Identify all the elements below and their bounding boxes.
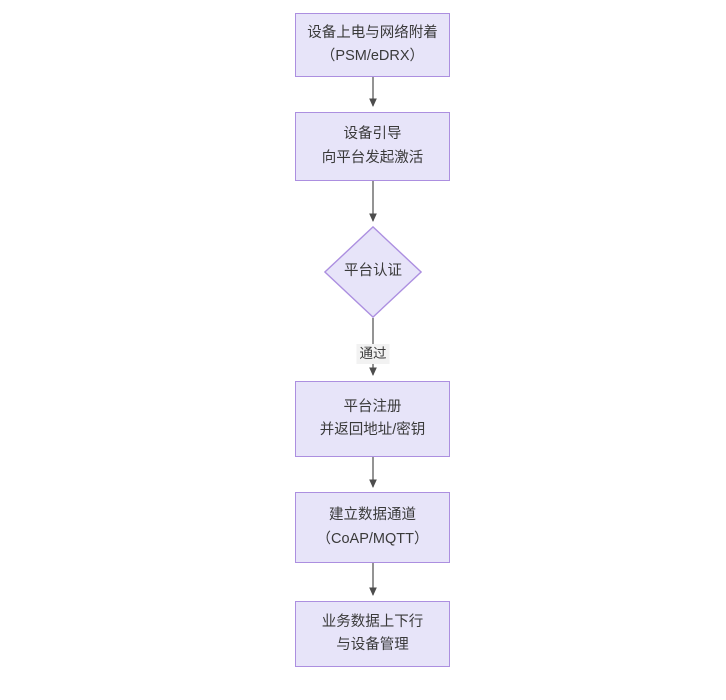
node-data-channel-line-2: （CoAP/MQTT） xyxy=(316,530,429,547)
node-service-data[interactable]: 业务数据上下行 与设备管理 xyxy=(295,601,450,667)
node-platform-register-line-2: 并返回地址/密钥 xyxy=(319,422,426,438)
node-service-data-line-2: 与设备管理 xyxy=(336,637,409,653)
node-bootstrap[interactable]: 设备引导 向平台发起激活 xyxy=(295,112,450,181)
edge-label-pass: 通过 xyxy=(356,344,390,365)
node-data-channel-line-1: 建立数据通道 xyxy=(329,507,416,524)
node-power-on-line-1: 设备上电与网络附着 xyxy=(307,24,438,41)
node-power-on[interactable]: 设备上电与网络附着 （PSM/eDRX） xyxy=(295,13,450,77)
diamond-shape xyxy=(324,226,422,318)
node-platform-auth[interactable]: 平台认证 xyxy=(324,226,422,318)
node-platform-register-line-1: 平台注册 xyxy=(343,398,402,415)
node-bootstrap-line-2: 向平台发起激活 xyxy=(321,149,424,166)
node-platform-auth-label: 平台认证 xyxy=(344,263,402,280)
node-power-on-line-2: （PSM/eDRX） xyxy=(320,48,425,64)
node-data-channel[interactable]: 建立数据通道 （CoAP/MQTT） xyxy=(295,492,450,563)
node-bootstrap-line-1: 设备引导 xyxy=(343,126,402,143)
node-service-data-line-1: 业务数据上下行 xyxy=(321,613,424,630)
node-platform-register[interactable]: 平台注册 并返回地址/密钥 xyxy=(295,381,450,457)
